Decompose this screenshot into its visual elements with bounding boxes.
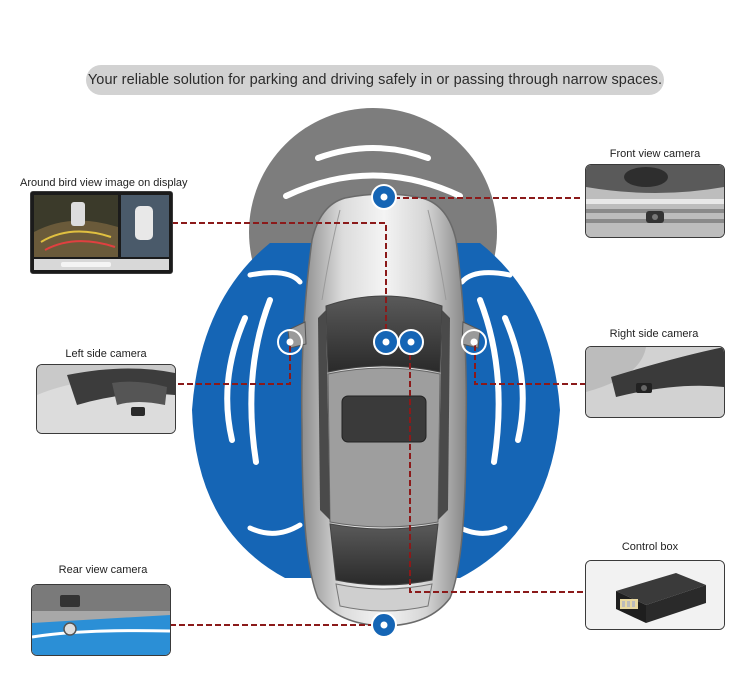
car-top-view [287, 193, 481, 627]
connector-display [172, 222, 387, 342]
panel-right-camera [585, 346, 725, 418]
caption-front-camera: Front view camera [609, 148, 701, 160]
connector-control [409, 345, 585, 593]
camera-marker-right [461, 329, 487, 355]
connector-left [178, 345, 291, 385]
caption-control-box: Control box [621, 541, 679, 553]
panel-control-box [585, 560, 725, 630]
panel-left-camera [36, 364, 176, 434]
connector-right [474, 345, 585, 385]
camera-marker-display [373, 329, 399, 355]
control-box-photo [586, 561, 724, 629]
left-camera-photo [37, 365, 175, 433]
panel-front-camera [585, 164, 725, 238]
camera-marker-control [398, 329, 424, 355]
tagline-text: Your reliable solution for parking and d… [87, 72, 663, 88]
panel-display-image [30, 191, 173, 274]
camera-marker-left [277, 329, 303, 355]
caption-right-camera: Right side camera [609, 328, 699, 340]
camera-marker-front [371, 184, 397, 210]
caption-rear-camera: Rear view camera [58, 564, 148, 576]
tagline-banner: Your reliable solution for parking and d… [86, 65, 664, 95]
right-camera-photo [586, 347, 724, 417]
caption-left-camera: Left side camera [65, 348, 147, 360]
camera-marker-rear [371, 612, 397, 638]
display-image-illustration [31, 192, 172, 273]
front-camera-photo [586, 165, 724, 237]
rear-camera-photo [32, 585, 170, 655]
panel-rear-camera [31, 584, 171, 656]
connector-lines [170, 197, 585, 626]
caption-bird-view: Around bird view image on display [20, 177, 188, 189]
